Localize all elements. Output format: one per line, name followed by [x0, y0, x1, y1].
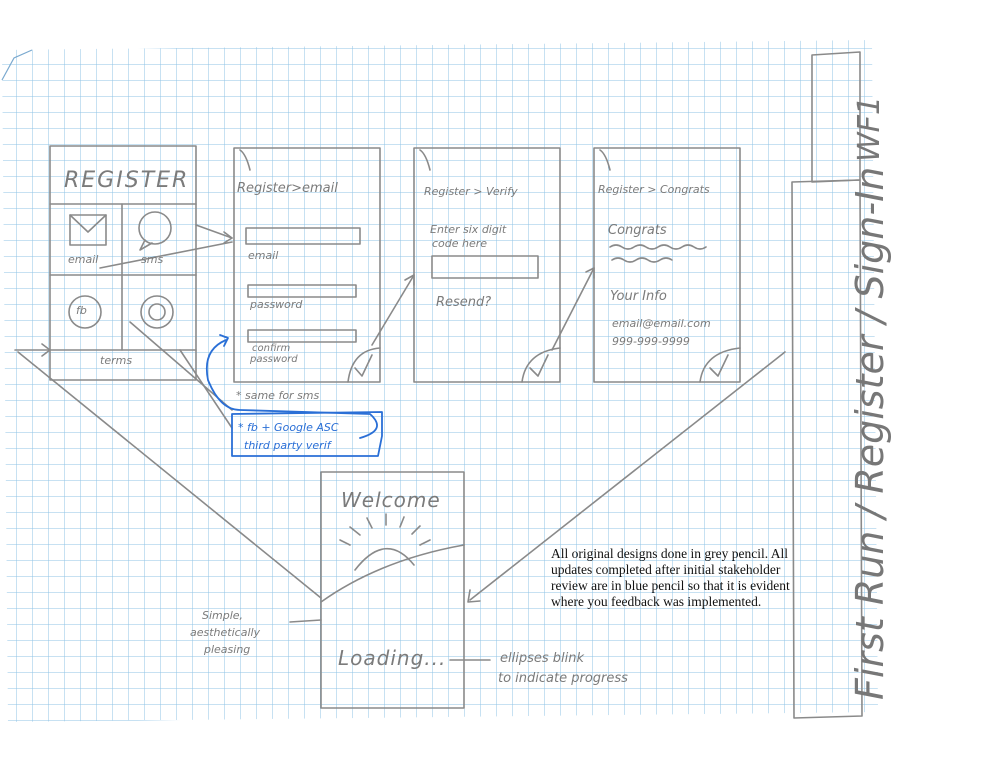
side-tag: WF1: [852, 95, 887, 162]
welcome-screen-frame: [320, 471, 465, 709]
sms-icon: [138, 211, 172, 245]
same-for-sms-note: * same for sms: [236, 389, 320, 402]
blue-update-box: [231, 411, 383, 457]
email-option-label: email: [68, 253, 99, 266]
password-field-label: password: [250, 298, 303, 311]
aesthetic-note-1: Simple,: [202, 609, 244, 622]
email-screen-frame: [233, 147, 381, 383]
congrats-heading: Congrats: [608, 223, 667, 238]
legend-note: All original designs done in grey pencil…: [551, 546, 790, 609]
ellipses-note-2: to indicate progress: [498, 671, 628, 686]
resend-link: Resend?: [436, 295, 492, 310]
email-field-label: email: [248, 249, 279, 262]
fb-option-label: fb: [76, 304, 87, 317]
your-info-heading: Your Info: [610, 289, 667, 304]
verify-instruction: Enter six digit: [430, 223, 507, 236]
email-screen-title: Register>email: [237, 181, 338, 196]
loading-text: Loading...: [338, 646, 447, 670]
verify-instruction-2: code here: [432, 237, 488, 250]
facebook-icon: [68, 295, 102, 329]
ellipses-note-1: ellipses blink: [500, 651, 585, 666]
fb-google-note: * fb + Google ASC: [238, 421, 339, 434]
register-title: REGISTER: [64, 168, 190, 193]
user-phone: 999-999-9999: [612, 335, 690, 348]
confirm-field-label-2: password: [250, 354, 298, 365]
user-email: email@email.com: [612, 317, 711, 330]
welcome-title: Welcome: [341, 488, 441, 512]
congrats-screen-frame: [593, 147, 741, 383]
congrats-screen-title: Register > Congrats: [598, 183, 710, 196]
register-screen-frame: [49, 145, 197, 381]
email-icon: [69, 214, 107, 246]
aesthetic-note-2: aesthetically: [190, 626, 261, 639]
verify-screen-frame: [413, 147, 561, 383]
side-title: First Run / Register / Sign-In: [848, 166, 892, 700]
google-icon: [140, 295, 174, 329]
aesthetic-note-3: pleasing: [204, 643, 251, 656]
sms-option-label: sms: [141, 253, 164, 266]
verify-screen-title: Register > Verify: [424, 185, 518, 198]
terms-link: terms: [100, 354, 133, 367]
blue-update-arrow: [205, 339, 378, 439]
confirm-field-label: confirm: [252, 343, 291, 354]
fb-google-note-2: third party verif: [244, 439, 331, 452]
side-tag-frame: [811, 51, 861, 183]
